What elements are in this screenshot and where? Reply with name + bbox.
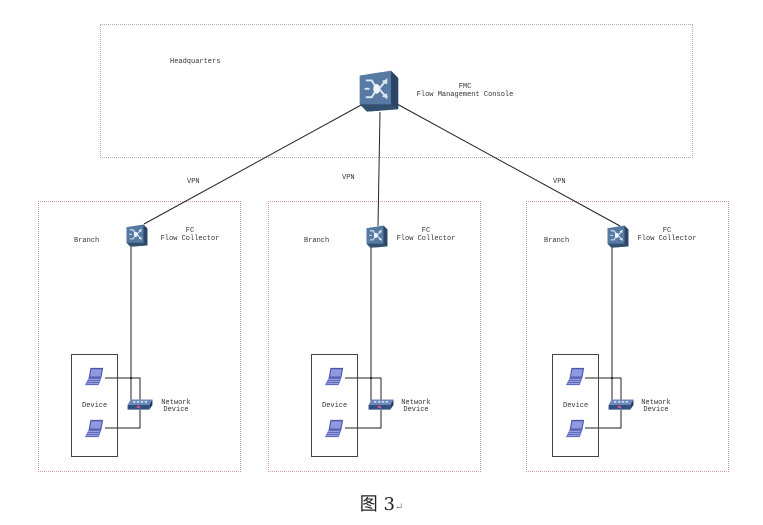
vpn-label-1: VPN — [187, 178, 200, 186]
network-switch-icon-3 — [607, 398, 635, 412]
vpn-link-3 — [396, 103, 621, 227]
network-switch-icon-1 — [126, 398, 154, 412]
device-wire-1b — [105, 410, 141, 429]
laptop-icon — [324, 367, 346, 387]
device-group-label-2: Device — [322, 402, 348, 410]
headquarters-label: Headquarters — [170, 58, 221, 66]
vpn-link-2 — [377, 111, 381, 227]
fmc-switch-icon — [354, 66, 404, 114]
laptop-icon — [84, 367, 106, 387]
fc-description-1: Flow Collector — [160, 235, 220, 243]
laptop-icon — [324, 419, 346, 439]
vpn-link-1 — [143, 103, 364, 225]
network-device-line1-2: Network — [401, 399, 431, 407]
network-device-line1-1: Network — [161, 399, 191, 407]
device-group-2 — [311, 354, 358, 457]
laptop-icon — [84, 419, 106, 439]
device-wire-1a — [105, 377, 141, 402]
fmc-description: Flow Management Console — [416, 91, 514, 99]
network-device-line2-1: Device — [163, 406, 189, 414]
fc-description-3: Flow Collector — [637, 235, 697, 243]
device-group-label-3: Device — [563, 402, 589, 410]
fmc-name: FMC — [458, 83, 472, 91]
fc-switch-icon-3 — [605, 223, 631, 249]
device-group-label-1: Device — [82, 402, 108, 410]
network-switch-icon-2 — [367, 398, 395, 412]
vpn-label-2: VPN — [342, 174, 355, 182]
fc-switch-icon-2 — [364, 223, 390, 249]
branch-label-3: Branch — [544, 237, 570, 245]
figure-number: 3 — [383, 494, 395, 515]
device-group-1 — [71, 354, 118, 457]
network-device-line2-2: Device — [403, 406, 429, 414]
device-group-3 — [552, 354, 599, 457]
branch-zone-2 — [268, 201, 481, 472]
branch-label-2: Branch — [304, 237, 330, 245]
device-wire-3b — [585, 410, 622, 429]
branch-zone-3 — [526, 201, 729, 472]
figure-char: 图 — [359, 494, 378, 515]
return-mark: ↵ — [394, 502, 404, 513]
fc-name-1: FC — [185, 227, 195, 235]
network-device-line1-3: Network — [641, 399, 671, 407]
fc-name-3: FC — [662, 227, 672, 235]
network-device-line2-3: Device — [643, 406, 669, 414]
figure-caption: 图 3↵ — [0, 490, 763, 516]
headquarters-zone — [100, 24, 693, 158]
fc-description-2: Flow Collector — [396, 235, 456, 243]
laptop-icon — [565, 419, 587, 439]
vpn-label-3: VPN — [553, 178, 566, 186]
laptop-icon — [565, 367, 587, 387]
fc-switch-icon-1 — [124, 222, 150, 248]
branch-zone-1 — [38, 201, 241, 472]
device-wire-3a — [585, 377, 622, 402]
branch-label-1: Branch — [74, 237, 100, 245]
fc-name-2: FC — [421, 227, 431, 235]
